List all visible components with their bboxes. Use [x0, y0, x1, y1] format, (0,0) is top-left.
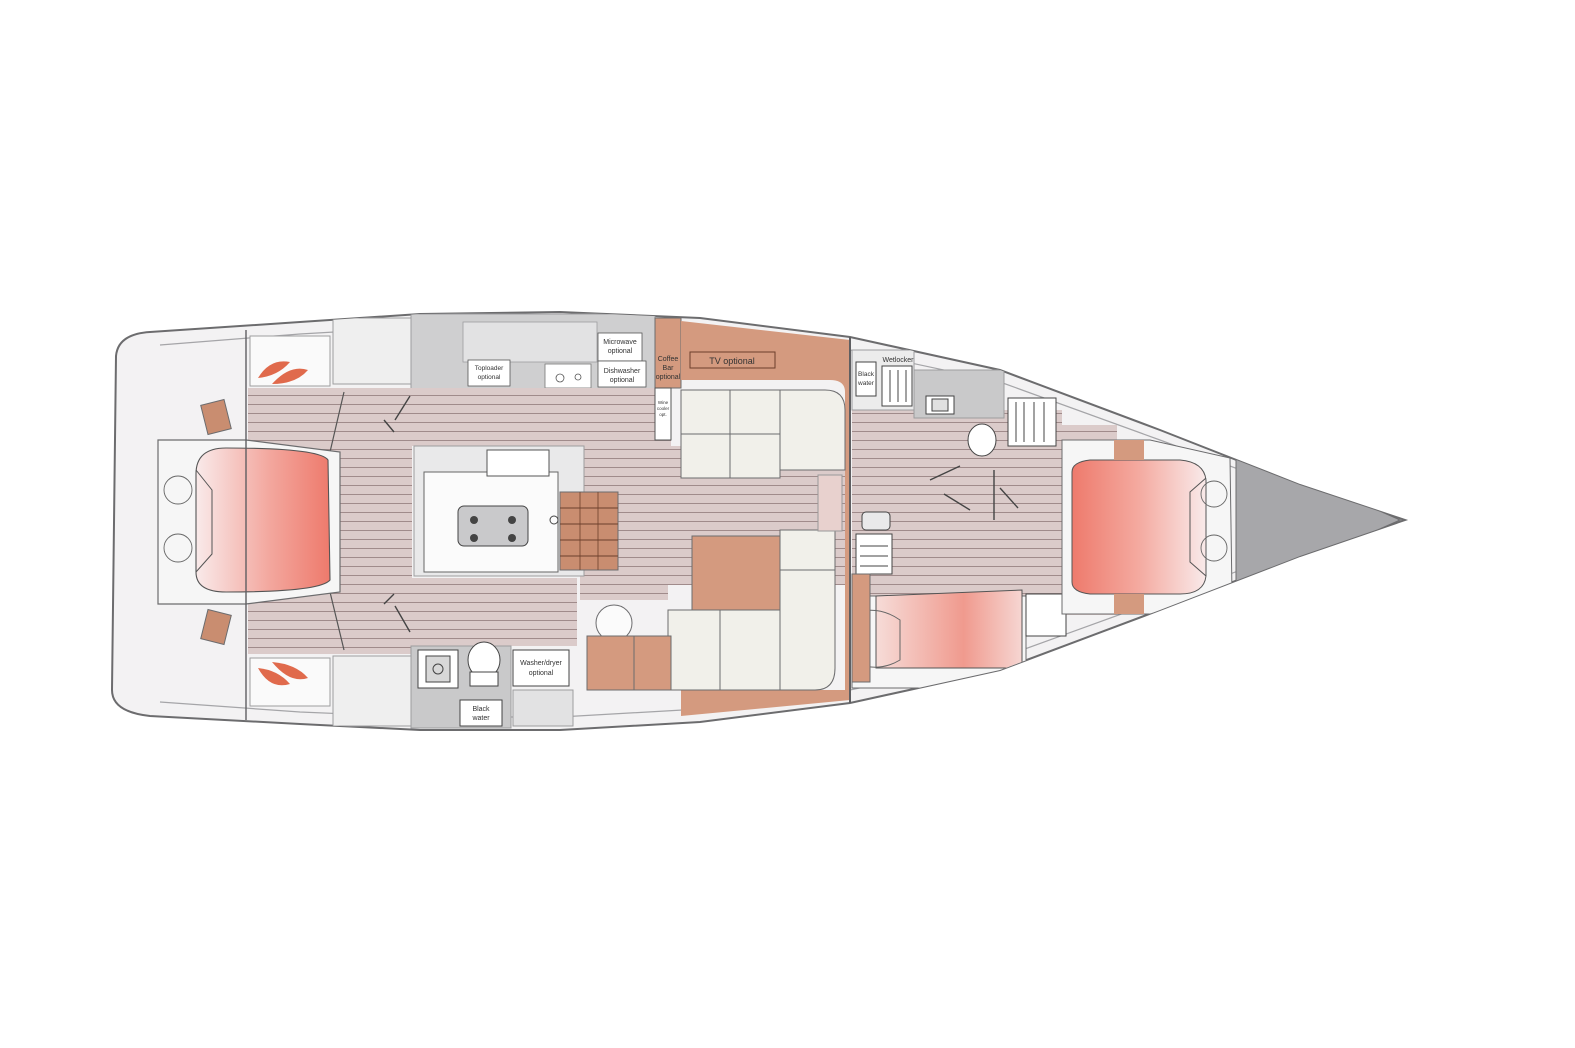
- wine-cooler: [654, 387, 672, 441]
- washer-box: [512, 649, 570, 687]
- leaf-icon: [272, 368, 308, 384]
- galley-worktop: [462, 321, 598, 363]
- aft-step-bottom: [200, 608, 232, 646]
- fwd-v-berth: [1061, 439, 1233, 615]
- label-coffee: Coffee: [658, 356, 679, 363]
- tv-box: [689, 351, 776, 369]
- fwd-stool: [861, 511, 891, 531]
- toploader-box: [467, 359, 511, 387]
- label-toploader-optional: optional: [478, 374, 501, 381]
- wetlocker-box: [881, 365, 913, 407]
- fwd-shelves: [1007, 397, 1057, 447]
- aft-step-top: [200, 398, 232, 436]
- microwave-box: [597, 332, 643, 362]
- label-coffee-bar: Bar: [663, 365, 675, 372]
- pillow-icon: [1200, 534, 1228, 562]
- door-swing-icon: [993, 470, 1019, 520]
- fwd-toilet-icon: [967, 423, 997, 457]
- corridor-floor-top: [411, 388, 671, 446]
- saloon-cabinet: [586, 635, 672, 691]
- hob-ring-icon: [574, 373, 582, 381]
- fwd-wood-corner: [1114, 440, 1144, 460]
- leaf-icon: [258, 361, 290, 378]
- forepeak-locker: [1235, 447, 1402, 593]
- pillow-icon: [1200, 480, 1228, 508]
- black-water-tank-aft: [459, 699, 503, 727]
- label-black-water-aft: Black: [472, 706, 490, 713]
- label-black-water-fwd: Black: [858, 371, 875, 378]
- fwd-wood-corner: [1114, 594, 1144, 614]
- leaf-icon: [272, 662, 308, 680]
- door-swing-icon: [383, 395, 411, 433]
- label-wine-cooler: cooler: [657, 406, 670, 411]
- galley-island: [413, 445, 585, 577]
- label-wine: Wine: [658, 400, 669, 405]
- dishwasher-box: [597, 360, 647, 388]
- saloon-table: [691, 535, 781, 611]
- cooktop-icon: [457, 505, 529, 547]
- fwd-wood-strip: [851, 573, 871, 683]
- label-dishwasher: Dishwasher: [604, 368, 641, 375]
- label-black-water-aft-2: water: [471, 715, 490, 722]
- saloon-settee-top: [680, 389, 846, 479]
- door-swing-icon: [929, 465, 971, 511]
- label-wine-opt: opt.: [659, 412, 667, 417]
- label-toploader: Toploader: [475, 365, 504, 372]
- saloon-door-panel: [817, 474, 843, 532]
- black-water-tank-fwd: [855, 361, 877, 397]
- label-tv: TV optional: [709, 356, 755, 366]
- door-swing-icon: [383, 593, 411, 633]
- fwd-locker: [1025, 593, 1067, 637]
- label-dishwasher-optional: optional: [610, 377, 635, 384]
- fwd-side-bunk: [851, 589, 1027, 689]
- label-washer-dryer-optional: optional: [529, 670, 554, 677]
- label-microwave-optional: optional: [608, 348, 633, 355]
- pillow-icon: [163, 533, 193, 563]
- fwd-side-cabinet: [855, 533, 893, 575]
- pillow-icon: [163, 475, 193, 505]
- label-microwave: Microwave: [603, 339, 637, 346]
- leaf-icon: [258, 668, 290, 686]
- label-wetlocker: Wetlocker: [883, 357, 915, 364]
- sink-unit: [544, 363, 592, 389]
- aft-locker-bottom: [332, 655, 412, 727]
- aft-bunk-bottom: [249, 657, 331, 707]
- corridor-floor-bottom: [411, 578, 577, 646]
- aft-locker-top: [332, 317, 412, 385]
- label-coffee-optional: optional: [656, 374, 681, 381]
- label-black-water-fwd-2: water: [857, 380, 875, 387]
- aft-cabin-divider: [329, 391, 345, 651]
- hob-ring-icon: [555, 373, 565, 383]
- companionway-stairs: [559, 491, 619, 571]
- aft-double-bed: [157, 439, 341, 605]
- label-washer-dryer: Washer/dryer: [520, 660, 562, 667]
